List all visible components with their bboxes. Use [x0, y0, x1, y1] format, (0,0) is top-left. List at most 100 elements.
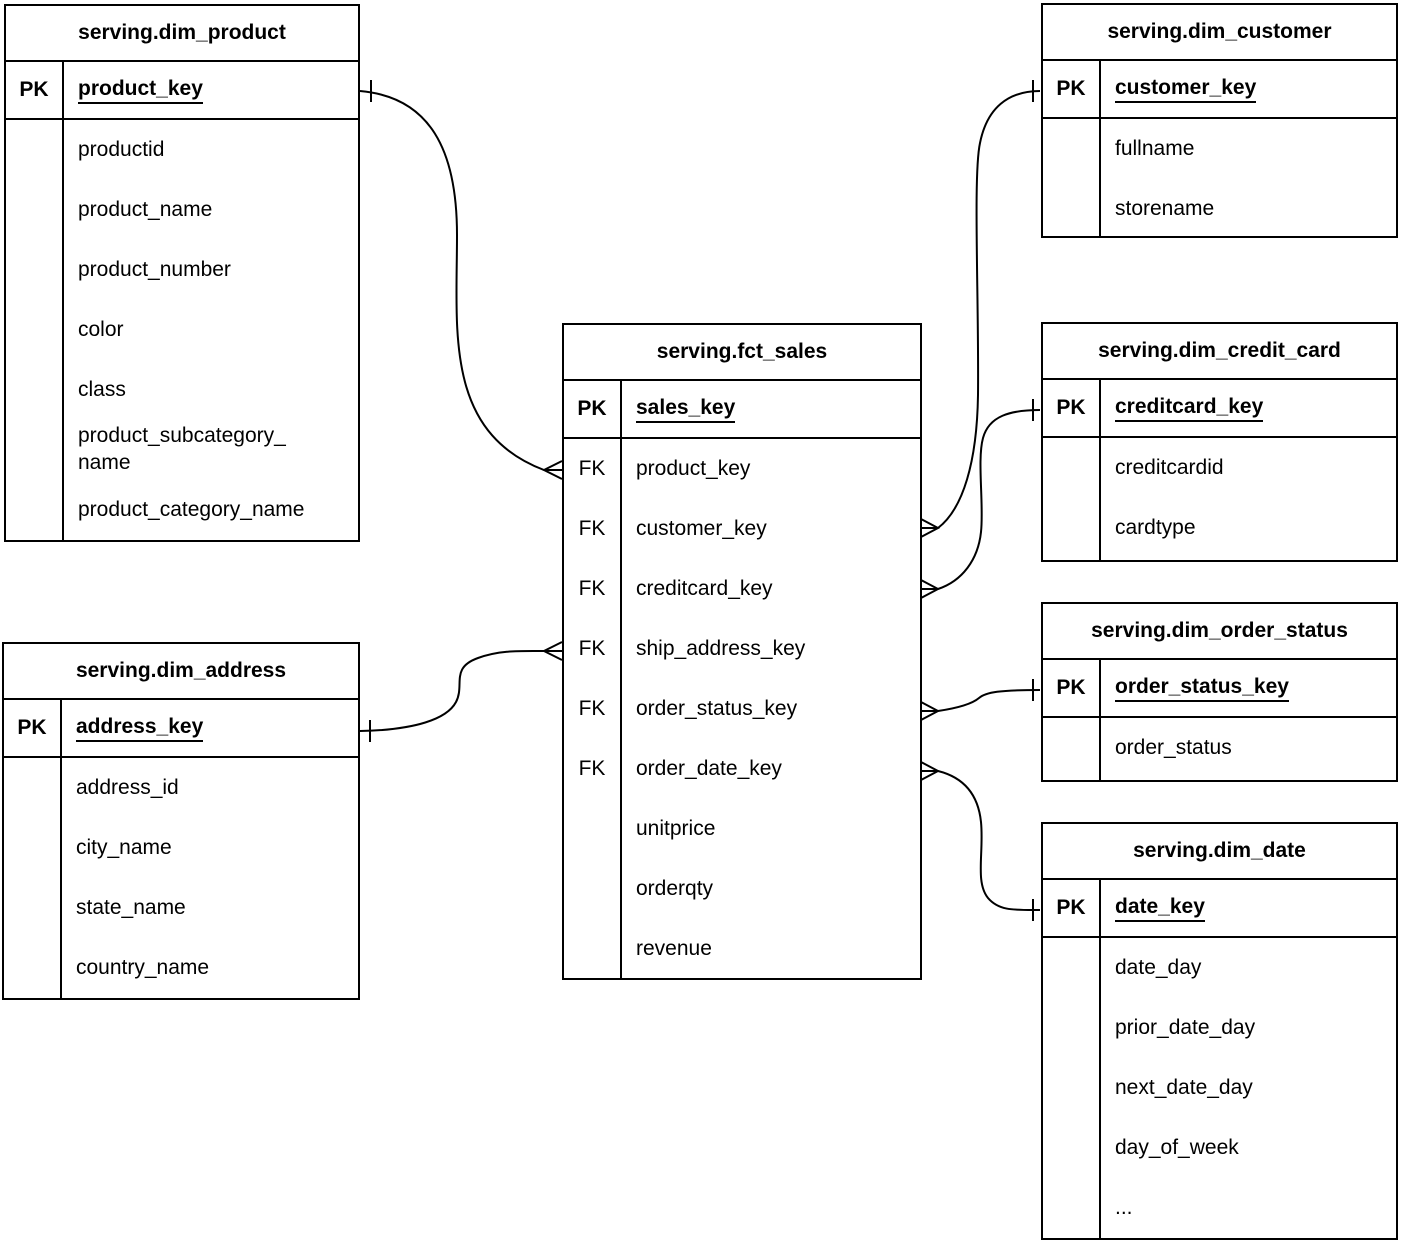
- pk-tag: PK: [1043, 380, 1101, 436]
- field-list: creditcardid cardtype: [1043, 438, 1396, 560]
- field-row: order_status_key: [636, 696, 798, 720]
- field-list: productid product_name product_number co…: [6, 120, 358, 540]
- field-row: unitprice: [636, 816, 716, 840]
- field-list: fullname storename: [1043, 119, 1396, 236]
- pk-field: date_key: [1101, 880, 1396, 936]
- pk-field: sales_key: [622, 381, 920, 437]
- field-row: day_of_week: [1115, 1135, 1239, 1159]
- pk-field: customer_key: [1101, 61, 1396, 117]
- relationship-curve: [937, 409, 1041, 590]
- field-row: cardtype: [1115, 515, 1196, 539]
- relationship-curve: [359, 649, 545, 732]
- field-row: storename: [1115, 196, 1215, 220]
- pk-row: PK sales_key: [564, 381, 920, 439]
- field-names: address_id city_name state_name country_…: [62, 758, 358, 998]
- field-row: country_name: [76, 955, 210, 979]
- relationship-orderdate-line: [920, 761, 1041, 921]
- key-column: [1043, 119, 1101, 236]
- pk-row: PK order_status_key: [1043, 660, 1396, 718]
- field-list: address_id city_name state_name country_…: [4, 758, 358, 998]
- relationship-curve: [359, 90, 545, 471]
- crow-foot-icon: [920, 761, 941, 781]
- pk-tag: PK: [1043, 660, 1101, 716]
- field-row: product_name: [78, 197, 213, 221]
- key-column: [6, 120, 64, 540]
- fk-tag: FK: [578, 757, 606, 780]
- table-dim-date: serving.dim_date PK date_key date_day pr…: [1041, 822, 1398, 1240]
- field-names: order_status: [1101, 718, 1396, 780]
- pk-field: address_key: [62, 700, 358, 756]
- pk-tag: PK: [6, 62, 64, 118]
- field-row: product_number: [78, 257, 231, 281]
- relationship-orderstatus-line: [920, 679, 1041, 721]
- field-list: date_day prior_date_day next_date_day da…: [1043, 938, 1396, 1238]
- field-names: date_day prior_date_day next_date_day da…: [1101, 938, 1396, 1238]
- crow-foot-icon: [541, 641, 563, 661]
- fk-tag: FK: [578, 577, 606, 600]
- field-row: orderqty: [636, 876, 714, 900]
- table-title: serving.dim_credit_card: [1043, 324, 1396, 380]
- pk-row: PK product_key: [6, 62, 358, 120]
- field-row: order_date_key: [636, 756, 782, 780]
- field-list: order_status: [1043, 718, 1396, 780]
- field-row: city_name: [76, 835, 172, 859]
- field-row: date_day: [1115, 955, 1202, 979]
- fk-tag: FK: [578, 697, 606, 720]
- table-dim-customer: serving.dim_customer PK customer_key ful…: [1041, 3, 1398, 238]
- pk-tag: PK: [564, 381, 622, 437]
- relationship-address-line: [359, 641, 563, 742]
- pk-row: PK customer_key: [1043, 61, 1396, 119]
- field-row: customer_key: [636, 516, 767, 540]
- crow-foot-icon: [920, 518, 941, 538]
- field-list: FK FK FK FK FK FK product_key customer_k…: [564, 439, 920, 978]
- fk-tag: FK: [578, 457, 606, 480]
- fk-tag: FK: [578, 637, 606, 660]
- table-title: serving.dim_order_status: [1043, 604, 1396, 660]
- crow-foot-icon: [920, 701, 941, 721]
- key-column: [1043, 438, 1101, 560]
- crow-foot-icon: [541, 460, 563, 480]
- field-row: ship_address_key: [636, 636, 806, 660]
- table-dim-product: serving.dim_product PK product_key produ…: [4, 4, 360, 542]
- crow-foot-icon: [920, 579, 941, 599]
- pk-tag: PK: [4, 700, 62, 756]
- key-column: [4, 758, 62, 998]
- pk-field: product_key: [64, 62, 358, 118]
- relationship-curve: [937, 689, 1041, 712]
- key-column: [1043, 938, 1101, 1238]
- table-dim-order-status: serving.dim_order_status PK order_status…: [1041, 602, 1398, 782]
- field-row: prior_date_day: [1115, 1015, 1256, 1039]
- field-names: product_key customer_key creditcard_key …: [622, 439, 920, 978]
- relationship-curve: [937, 90, 1041, 529]
- pk-field: creditcard_key: [1101, 380, 1396, 436]
- pk-row: PK address_key: [4, 700, 358, 758]
- table-title: serving.dim_customer: [1043, 5, 1396, 61]
- key-column: FK FK FK FK FK FK: [564, 439, 622, 978]
- field-row: state_name: [76, 895, 186, 919]
- pk-row: PK creditcard_key: [1043, 380, 1396, 438]
- pk-row: PK date_key: [1043, 880, 1396, 938]
- table-dim-credit-card: serving.dim_credit_card PK creditcard_ke…: [1041, 322, 1398, 562]
- table-title: serving.dim_product: [6, 6, 358, 62]
- field-row: color: [78, 317, 124, 341]
- field-row: creditcardid: [1115, 455, 1224, 479]
- field-row: address_id: [76, 775, 179, 799]
- table-title: serving.dim_date: [1043, 824, 1396, 880]
- field-row: creditcard_key: [636, 576, 773, 600]
- field-names: fullname storename: [1101, 119, 1396, 236]
- pk-field: order_status_key: [1101, 660, 1396, 716]
- field-row: order_status: [1115, 735, 1232, 759]
- field-row: next_date_day: [1115, 1075, 1253, 1099]
- table-title: serving.fct_sales: [564, 325, 920, 381]
- field-row: class: [78, 377, 126, 401]
- field-row: product_category_name: [78, 497, 305, 521]
- field-row: fullname: [1115, 136, 1195, 160]
- pk-tag: PK: [1043, 880, 1101, 936]
- field-row: product_key: [636, 456, 751, 480]
- field-names: creditcardid cardtype: [1101, 438, 1396, 560]
- key-column: [1043, 718, 1101, 780]
- pk-tag: PK: [1043, 61, 1101, 117]
- field-row: ...: [1115, 1195, 1133, 1219]
- fk-tag: FK: [578, 517, 606, 540]
